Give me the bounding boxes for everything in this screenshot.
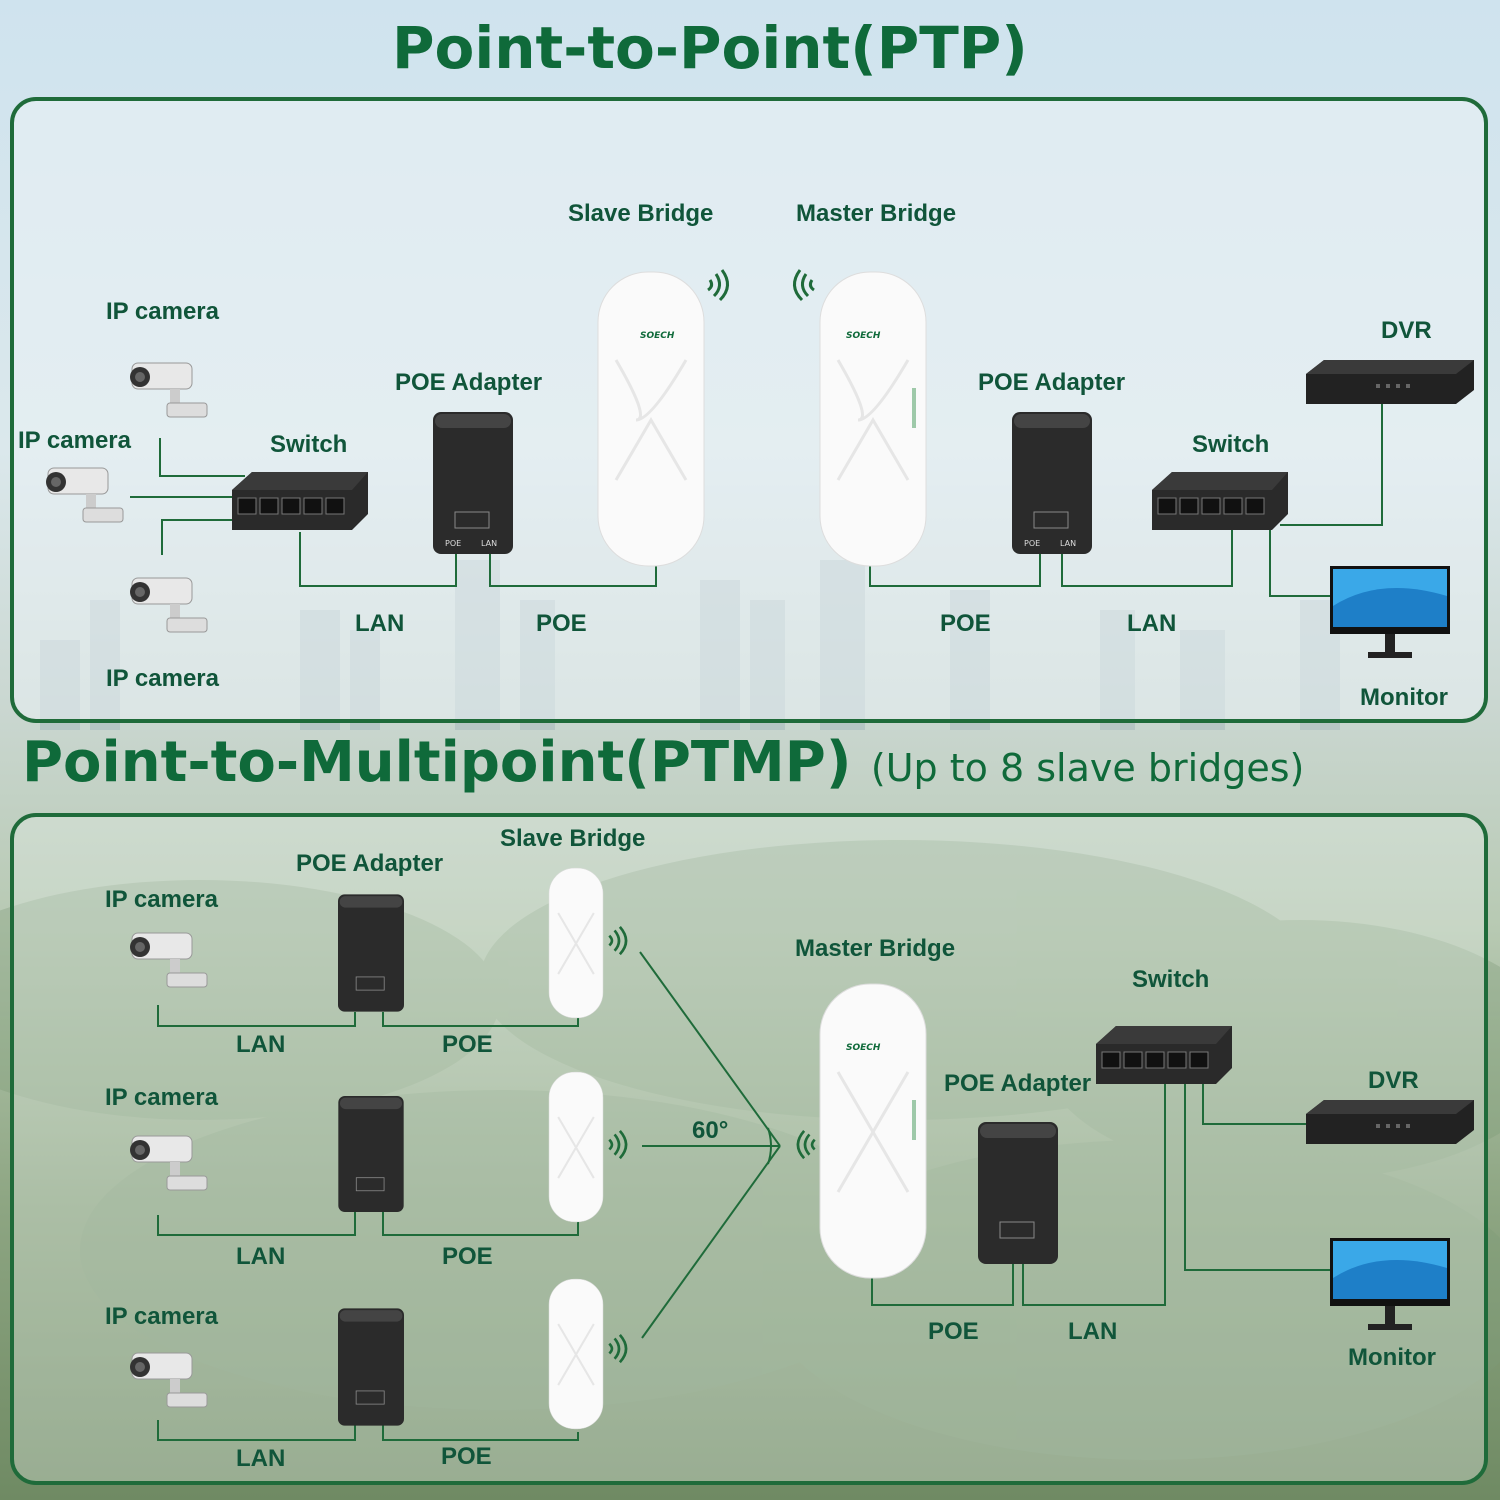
ptmp-row2-lan-label: LAN xyxy=(236,1243,286,1270)
ptp-dvr-label: DVR xyxy=(1381,317,1432,344)
poe-adapter-icon xyxy=(338,894,404,1012)
poe-adapter-icon: POE LAN xyxy=(1012,412,1092,554)
ptmp-row2-poe-label: POE xyxy=(442,1243,493,1270)
ip-camera-icon xyxy=(130,1352,208,1408)
ptmp-row3-poe-label: POE xyxy=(441,1443,492,1470)
ptmp-title-main: Point-to-Multipoint(PTMP) xyxy=(22,730,852,795)
poe-adapter-icon: POE LAN xyxy=(433,412,513,554)
ip-camera-icon xyxy=(130,362,208,418)
ptmp-lan-right-label: LAN xyxy=(1068,1318,1118,1345)
wifi-signal-icon xyxy=(608,926,628,956)
ptp-panel xyxy=(10,97,1488,723)
ip-camera-icon xyxy=(130,932,208,988)
ptp-lan-right-label: LAN xyxy=(1127,610,1177,637)
ptp-poe-adapter-right-label: POE Adapter xyxy=(978,369,1126,396)
wireless-bridge-icon xyxy=(548,867,604,1019)
monitor-icon xyxy=(1330,566,1450,658)
poe-adapter-icon xyxy=(978,1122,1058,1264)
ptmp-row1-poe-label: POE xyxy=(442,1031,493,1058)
wireless-bridge-icon: SOECH xyxy=(819,271,927,567)
ptmp-dvr-label: DVR xyxy=(1368,1067,1419,1094)
adapter-port-lan-label: LAN xyxy=(481,539,497,548)
ptmp-monitor-label: Monitor xyxy=(1348,1344,1436,1371)
poe-adapter-icon xyxy=(338,1096,404,1212)
wifi-signal-icon xyxy=(608,1334,628,1364)
wifi-signal-icon xyxy=(793,269,815,302)
ptp-slave-bridge-label: Slave Bridge xyxy=(568,200,714,227)
ptmp-row3-lan-label: LAN xyxy=(236,1445,286,1472)
ptp-poe-left-label: POE xyxy=(536,610,587,637)
monitor-icon xyxy=(1330,1238,1450,1330)
ptmp-row2-camera-label: IP camera xyxy=(105,1084,218,1111)
brand-logo: SOECH xyxy=(640,331,675,341)
ptp-switch-left-label: Switch xyxy=(270,431,348,458)
ptmp-title-note: (Up to 8 slave bridges) xyxy=(870,746,1305,790)
ptmp-switch-label: Switch xyxy=(1132,966,1210,993)
ptmp-poe-adapter-right-label: POE Adapter xyxy=(944,1070,1092,1097)
ptmp-row1-lan-label: LAN xyxy=(236,1031,286,1058)
ptp-ip-camera-label-2: IP camera xyxy=(18,427,131,454)
ptp-ip-camera-label-1: IP camera xyxy=(106,298,219,325)
ip-camera-icon xyxy=(130,1135,208,1191)
ptmp-angle-label: 60° xyxy=(692,1117,729,1144)
dvr-icon xyxy=(1306,1100,1474,1144)
wifi-signal-icon xyxy=(608,1130,628,1160)
ptp-monitor-label: Monitor xyxy=(1360,684,1448,711)
wireless-bridge-icon: SOECH xyxy=(597,271,705,567)
wifi-signal-icon xyxy=(796,1130,816,1160)
ptp-poe-adapter-left-label: POE Adapter xyxy=(395,369,543,396)
ip-camera-icon xyxy=(130,577,208,633)
wireless-bridge-icon xyxy=(548,1071,604,1223)
adapter-port-poe-label: POE xyxy=(1024,539,1040,548)
ptp-master-bridge-label: Master Bridge xyxy=(796,200,957,227)
ptp-ip-camera-label-3: IP camera xyxy=(106,665,219,692)
ptmp-master-bridge-label: Master Bridge xyxy=(795,935,956,962)
ptmp-slave-bridge-label: Slave Bridge xyxy=(500,825,646,852)
ptmp-row3-camera-label: IP camera xyxy=(105,1303,218,1330)
ptp-switch-right-label: Switch xyxy=(1192,431,1270,458)
ptmp-row1-camera-label: IP camera xyxy=(105,886,218,913)
network-switch-icon xyxy=(1152,472,1288,530)
ptp-title: Point-to-Point(PTP) xyxy=(392,14,1028,82)
ptp-lan-left-label: LAN xyxy=(355,610,405,637)
ptp-poe-right-label: POE xyxy=(940,610,991,637)
adapter-port-lan-label: LAN xyxy=(1060,539,1076,548)
ptmp-title: Point-to-Multipoint(PTMP) (Up to 8 slave… xyxy=(22,730,1304,795)
ptmp-panel xyxy=(10,813,1488,1485)
ptmp-poe-right-label: POE xyxy=(928,1318,979,1345)
wireless-bridge-icon: SOECH xyxy=(819,983,927,1279)
network-switch-icon xyxy=(232,472,368,530)
adapter-port-poe-label: POE xyxy=(445,539,461,548)
brand-logo: SOECH xyxy=(846,331,881,341)
poe-adapter-icon xyxy=(338,1308,404,1426)
wireless-bridge-icon xyxy=(548,1278,604,1430)
ip-camera-icon xyxy=(46,467,124,523)
brand-logo: SOECH xyxy=(846,1043,881,1053)
network-switch-icon xyxy=(1096,1026,1232,1084)
dvr-icon xyxy=(1306,360,1474,404)
wifi-signal-icon xyxy=(707,269,729,302)
ptmp-poe-adapter-left-label: POE Adapter xyxy=(296,850,444,877)
